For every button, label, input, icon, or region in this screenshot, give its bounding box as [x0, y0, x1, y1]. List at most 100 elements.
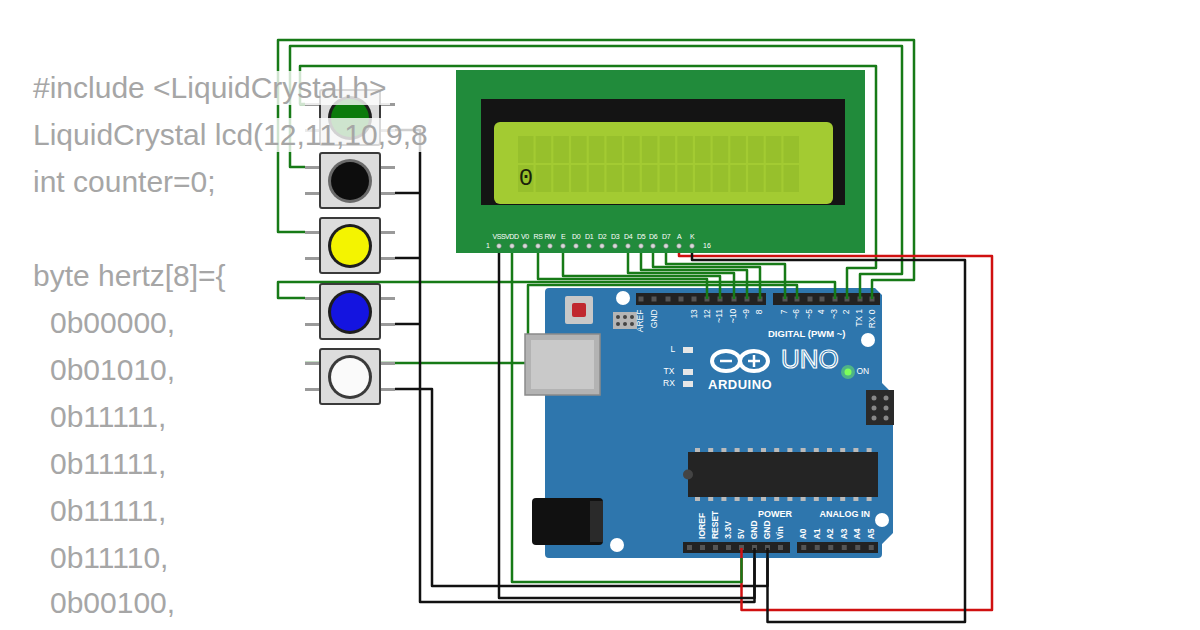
jumper-wire: [666, 253, 785, 288]
arduino-board-drawing: [761, 497, 766, 501]
pin-label: VDD: [505, 233, 519, 241]
lcd-module-drawing: [695, 165, 711, 192]
lcd-module-drawing: [677, 136, 693, 163]
arduino-board-drawing: [695, 497, 700, 501]
lcd-module-drawing: [624, 136, 640, 163]
arduino-board-drawing: [796, 288, 799, 299]
lcd-module-drawing: [766, 136, 782, 163]
pin-label: D3: [611, 233, 619, 241]
push-button: [305, 362, 320, 365]
push-button: [305, 257, 320, 260]
arduino-board-drawing: [840, 497, 845, 501]
push-button: [380, 297, 395, 300]
pin-label: D6: [649, 233, 657, 241]
arduino-board-drawing: [846, 288, 849, 299]
lcd-module-drawing: [677, 165, 693, 192]
push-button: [328, 224, 372, 268]
pin-label: ~10: [729, 309, 739, 323]
led-label: RX: [663, 379, 675, 389]
lcd-module-drawing: [651, 244, 656, 249]
pin-label: D5: [637, 233, 645, 241]
arduino-board-drawing: [740, 548, 743, 558]
lcd-module-drawing: [748, 136, 764, 163]
pin-label: 12: [702, 309, 712, 318]
button-signal-wire: [300, 66, 876, 288]
lcd-module-drawing: [642, 165, 658, 192]
lcd-module-drawing: [589, 165, 605, 192]
lcd-module-drawing: [713, 136, 729, 163]
arduino-board-drawing: [834, 288, 837, 299]
arduino-board-drawing: [869, 545, 874, 550]
arduino-board-drawing: [853, 497, 858, 501]
push-button: [320, 90, 380, 145]
push-button: [305, 284, 395, 339]
arduino-board-drawing: [613, 312, 637, 329]
pin-label: GND: [649, 309, 659, 328]
arduino-board-drawing: [855, 545, 860, 550]
lcd-module-drawing: [571, 136, 587, 163]
lcd-module-drawing: [600, 244, 605, 249]
pin-label: ~9: [742, 309, 752, 319]
arduino-board-drawing: [616, 322, 620, 326]
arduino-board-drawing: [784, 288, 787, 299]
arduino-board-drawing: [687, 545, 692, 550]
push-button: [380, 388, 395, 391]
arduino-board-drawing: [719, 288, 722, 299]
arduino-board-drawing: [845, 369, 852, 376]
pin-label: Vin: [776, 526, 786, 539]
arduino-board-drawing: [683, 470, 693, 480]
arduino-board-drawing: [692, 297, 697, 302]
arduino-board-drawing: [688, 452, 878, 497]
push-button: [305, 153, 395, 208]
lcd-module-drawing: [664, 244, 669, 249]
code-line: 0b11110,: [47, 541, 171, 576]
push-button: [328, 96, 372, 140]
pin-label: A2: [826, 528, 836, 539]
led-label: ON: [857, 367, 870, 377]
pin-label: A3: [839, 528, 849, 539]
push-button: [320, 349, 380, 404]
lcd-module-drawing: [548, 244, 553, 249]
push-button: [328, 159, 372, 203]
pin-label: D7: [662, 233, 670, 241]
arduino-board-drawing: [808, 297, 813, 302]
led-label: L: [671, 345, 676, 355]
arduino-board-drawing: [706, 288, 709, 299]
arduino-board-drawing: [590, 501, 603, 542]
code-line: LiquidCrystal lcd(12,11,10,9,8: [30, 118, 431, 153]
push-button: [380, 103, 395, 106]
arduino-board-drawing: [695, 448, 700, 452]
lcd-module-drawing: [730, 165, 746, 192]
push-button: [320, 153, 380, 208]
arduino-board-drawing: [726, 545, 731, 550]
arduino-board-drawing: [748, 448, 753, 452]
arduino-board-drawing: [700, 545, 705, 550]
arduino-board-drawing: [708, 497, 713, 501]
arduino-board-drawing: [712, 351, 740, 371]
lcd-module-drawing: [677, 244, 682, 249]
lcd-module-drawing: [642, 136, 658, 163]
code-line: 0b00100,: [47, 586, 178, 621]
pin-label: AREF: [636, 309, 646, 332]
arduino-board-drawing: [735, 448, 740, 452]
arduino-board-drawing: [746, 288, 749, 299]
arduino-board-drawing: [572, 303, 586, 317]
pin-label: TX 1: [855, 309, 865, 327]
arduino-board-drawing: [827, 497, 832, 501]
arduino-board-drawing: [872, 396, 877, 401]
push-button: [328, 355, 372, 399]
lcd-module-drawing: [730, 136, 746, 163]
pin-number: 16: [703, 242, 711, 250]
push-button: [380, 257, 395, 260]
arduino-board-drawing: [814, 448, 819, 452]
code-line: 0b11111,: [47, 400, 169, 435]
arduino-board-drawing: [721, 497, 726, 501]
code-line: byte hertz[8]={: [30, 259, 229, 294]
arduino-board-drawing: [861, 333, 875, 347]
arduino-board-drawing: [753, 548, 756, 558]
arduino-board-drawing: [884, 396, 889, 401]
arduino-board-drawing: [545, 288, 893, 558]
jumper-wire: [653, 253, 760, 288]
pin-label: K: [690, 233, 694, 241]
